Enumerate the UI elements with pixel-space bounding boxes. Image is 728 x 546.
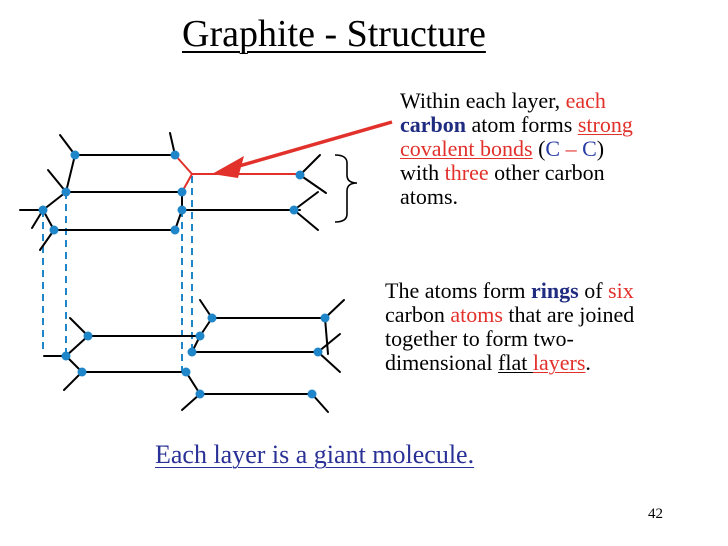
carbon-atom — [181, 367, 191, 377]
bond — [65, 154, 76, 193]
layer-bond-explanation: Within each layer, each carbon atom forms… — [400, 89, 720, 209]
bond — [317, 333, 341, 353]
carbon-atom — [295, 170, 305, 180]
bond — [293, 191, 319, 211]
page-number: 42 — [648, 506, 663, 522]
bond — [299, 154, 321, 176]
carbon-atom — [307, 389, 317, 399]
text-run: atoms. — [400, 184, 459, 209]
text-run: other carbon — [488, 160, 605, 185]
text-run: strong — [577, 112, 633, 137]
text-run: of — [578, 278, 609, 303]
text-run: The atoms form — [385, 278, 532, 303]
text-run: atoms — [450, 302, 503, 327]
text-run: carbon — [385, 302, 451, 327]
carbon-atom — [207, 313, 217, 323]
text-run: ( — [532, 136, 546, 161]
text-run: flat — [498, 350, 533, 375]
page-title: Graphite - Structure — [182, 13, 486, 55]
carbon-atom — [195, 389, 205, 399]
arrow-shaft — [231, 120, 393, 170]
carbon-atom — [313, 347, 323, 357]
carbon-atom — [177, 205, 187, 215]
pointer-arrow — [212, 120, 393, 178]
arrow-head — [212, 156, 244, 178]
text-run: C — [545, 136, 561, 161]
bond — [65, 335, 89, 357]
text-run: Within each layer, — [400, 88, 566, 113]
interlayer-dashed-lines — [42, 176, 193, 372]
text-run: together to form two- — [385, 326, 574, 351]
carbon-atom — [320, 313, 330, 323]
text-run: . — [585, 350, 591, 375]
text-run: dimensional — [385, 350, 499, 375]
text-run: – — [560, 136, 583, 161]
carbon-atom — [61, 351, 71, 361]
carbon-atom — [170, 150, 180, 160]
carbon-atom — [83, 331, 93, 341]
carbon-atom — [49, 225, 59, 235]
text-run: C — [582, 136, 597, 161]
text-run: covalent bonds — [400, 136, 533, 161]
carbon-atoms — [38, 150, 330, 399]
bond — [324, 317, 329, 355]
bond — [47, 169, 67, 193]
carbon-atom — [77, 367, 87, 377]
lower-layer-bonds — [43, 299, 345, 413]
brace-icon — [334, 154, 358, 223]
carbon-atom — [177, 187, 187, 197]
bond — [299, 174, 327, 194]
text-run: carbon — [400, 112, 466, 137]
carbon-atom — [289, 205, 299, 215]
carbon-atom — [170, 225, 180, 235]
text-run: with — [400, 160, 445, 185]
carbon-atom — [195, 331, 205, 341]
carbon-atom — [38, 205, 48, 215]
bond — [293, 209, 319, 231]
text-run: six — [608, 278, 634, 303]
bond — [42, 191, 67, 211]
text-run: that are joined — [502, 302, 635, 327]
text-run: each — [565, 88, 606, 113]
text-run: rings — [531, 278, 579, 303]
text-run: atom forms — [466, 112, 578, 137]
text-run: three — [444, 160, 489, 185]
summary-statement: Each layer is a giant molecule. — [155, 440, 475, 469]
carbon-atom — [70, 150, 80, 160]
bond — [317, 351, 341, 373]
carbon-atom — [187, 347, 197, 357]
carbon-atom — [61, 187, 71, 197]
text-run: layers — [532, 350, 586, 375]
text-run: ) — [596, 136, 605, 161]
